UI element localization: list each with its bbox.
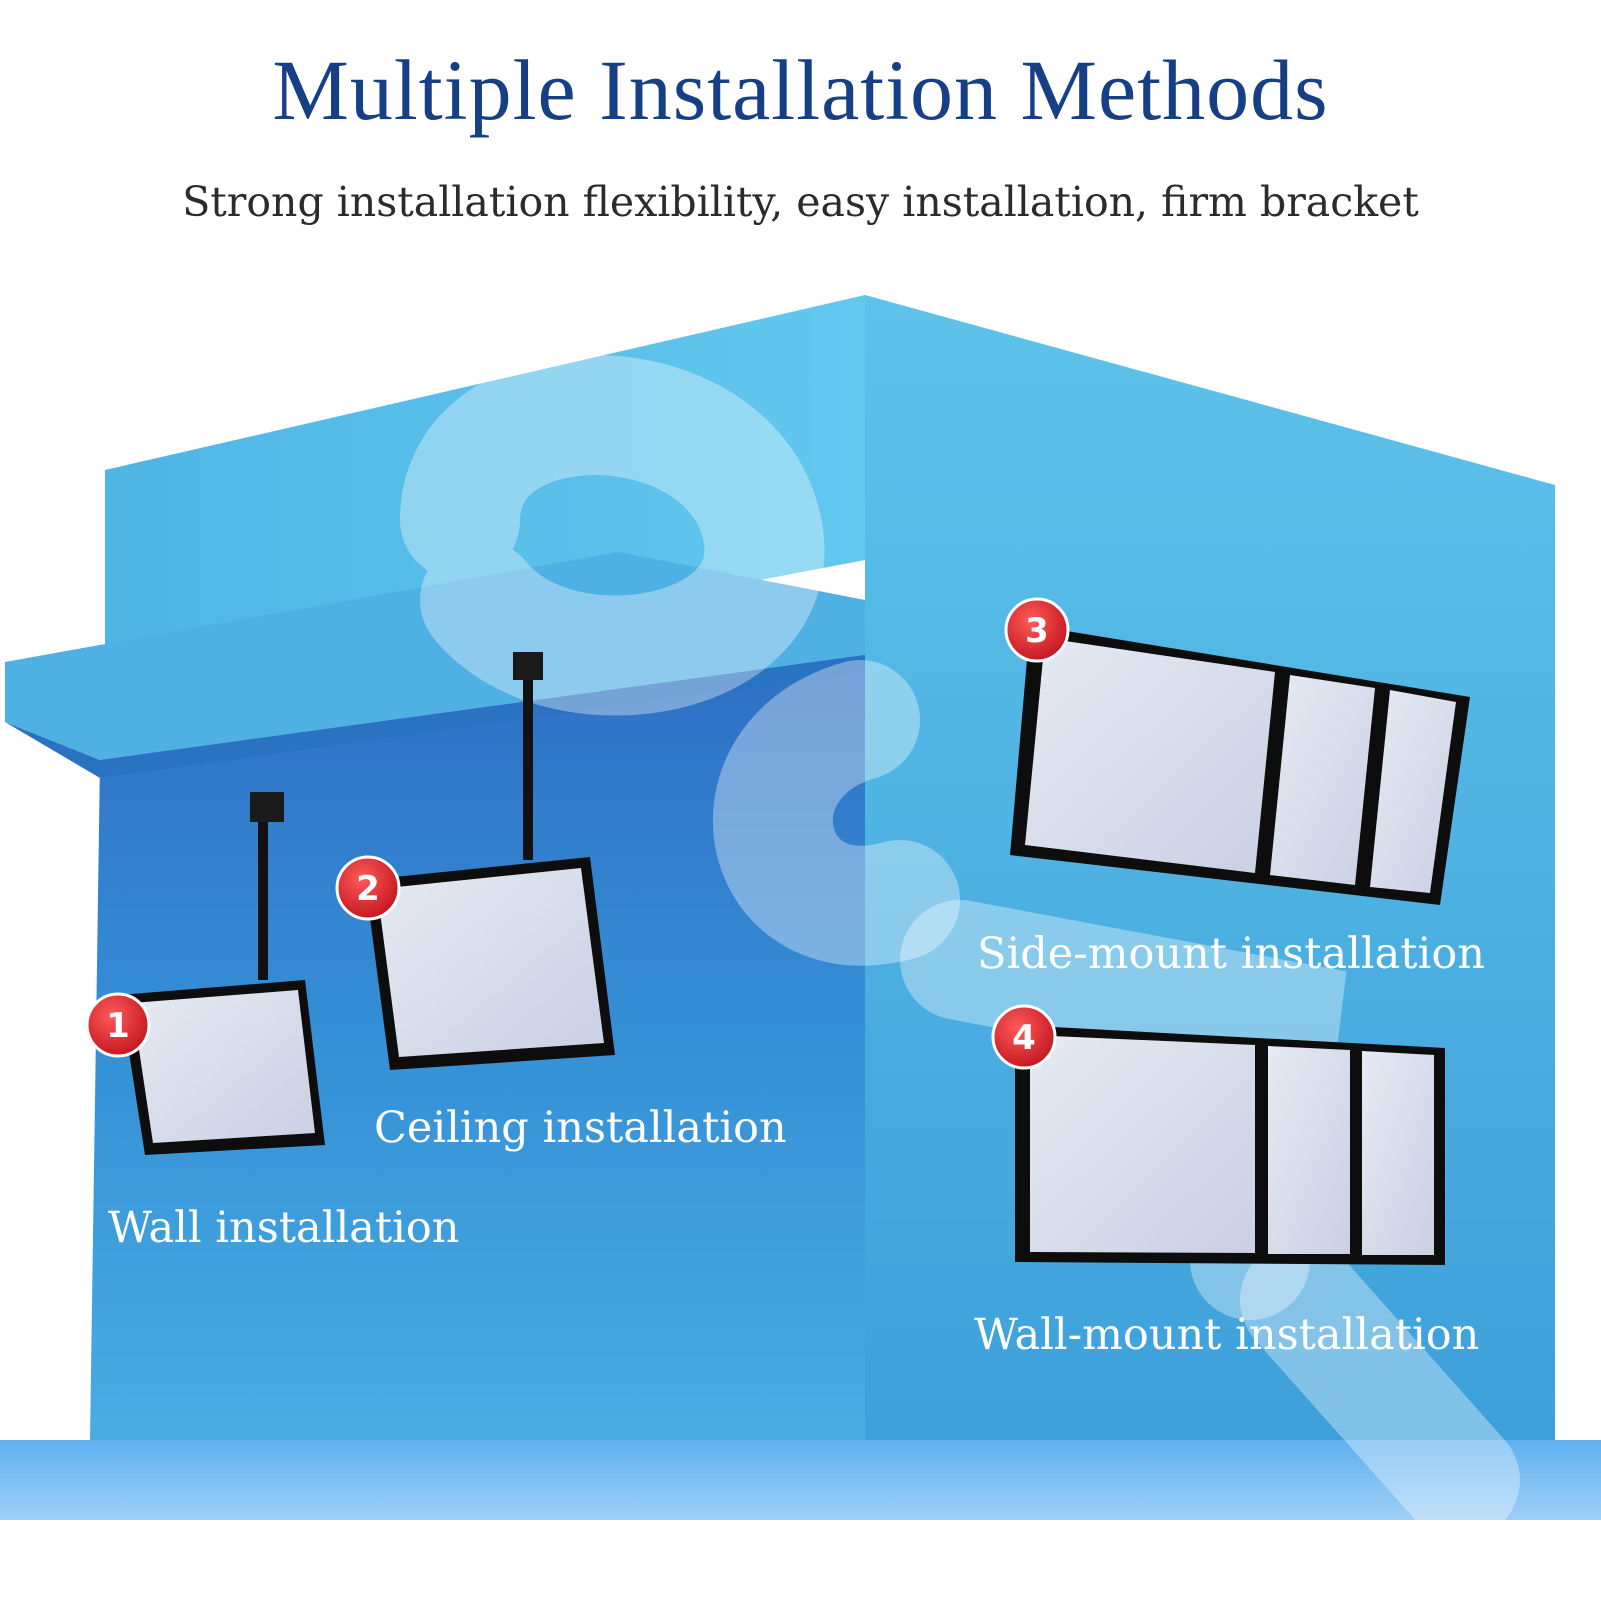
badge-2: 2: [335, 855, 401, 921]
badge-2-number: 2: [356, 869, 380, 909]
display-screen-2-glass: [377, 868, 604, 1057]
page-subtitle: Strong installation flexibility, easy in…: [182, 178, 1419, 226]
ceiling-slab-top: [5, 552, 865, 760]
badge-3: 3: [1004, 597, 1070, 663]
badge-3-number: 3: [1025, 611, 1049, 651]
ground-edge: [0, 1520, 1601, 1601]
display-screen-3: [1010, 625, 1470, 905]
display-screen-1-glass: [132, 990, 315, 1143]
caption-wall-installation: Wall installation: [108, 1203, 460, 1253]
caption-side-mount-installation: Side-mount installation: [977, 929, 1485, 979]
badge-1-number: 1: [106, 1006, 130, 1046]
page-title: Multiple Installation Methods: [272, 42, 1329, 138]
ceiling-bracket-2: [513, 652, 543, 860]
badge-4-number: 4: [1012, 1018, 1036, 1058]
ground-strip: [0, 1440, 1601, 1522]
caption-wall-mount-installation: Wall-mount installation: [974, 1310, 1480, 1360]
building-upper-left-wall: [105, 295, 865, 705]
wall-mount-bracket-1: [250, 792, 284, 980]
display-screen-4: [1015, 1025, 1445, 1265]
badge-4: 4: [991, 1004, 1057, 1070]
caption-ceiling-installation: Ceiling installation: [374, 1103, 787, 1153]
ceiling-slab-underside: [5, 655, 865, 778]
badge-1: 1: [85, 992, 151, 1058]
